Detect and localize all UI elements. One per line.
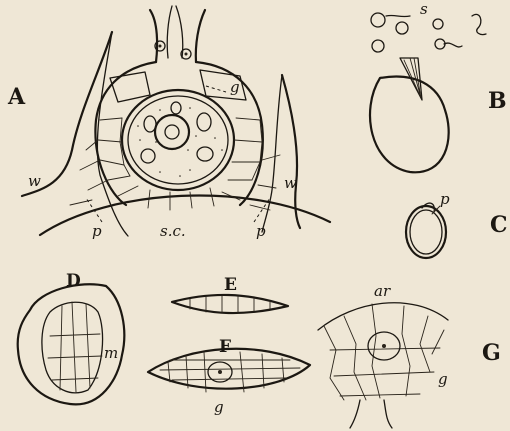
label-m-d: m	[104, 344, 118, 362]
label-panel-b: B	[488, 88, 507, 114]
label-p-left: p	[92, 222, 102, 240]
label-p-right: p	[256, 222, 266, 240]
label-sc: s.c.	[160, 222, 186, 240]
label-panel-d: D	[66, 271, 81, 291]
label-w-right: w	[284, 174, 297, 192]
panel-b-drawing	[370, 13, 486, 172]
label-panel-e: E	[224, 275, 237, 295]
label-panel-a: A	[7, 84, 26, 110]
label-g-a: g	[230, 78, 240, 96]
panel-g-drawing	[318, 303, 448, 428]
label-g-g: g	[438, 370, 448, 388]
label-w-left: w	[28, 172, 41, 190]
label-s-b: s	[420, 0, 428, 18]
label-ar-g: ar	[374, 282, 391, 300]
label-panel-g: G	[482, 340, 501, 366]
panel-a-drawing	[22, 6, 330, 236]
label-panel-c: C	[490, 212, 508, 238]
label-g-f: g	[214, 398, 224, 416]
panel-e-drawing	[172, 295, 288, 313]
label-p-c: p	[440, 190, 450, 208]
label-panel-f: F	[219, 337, 231, 357]
panel-c-drawing	[406, 203, 446, 258]
